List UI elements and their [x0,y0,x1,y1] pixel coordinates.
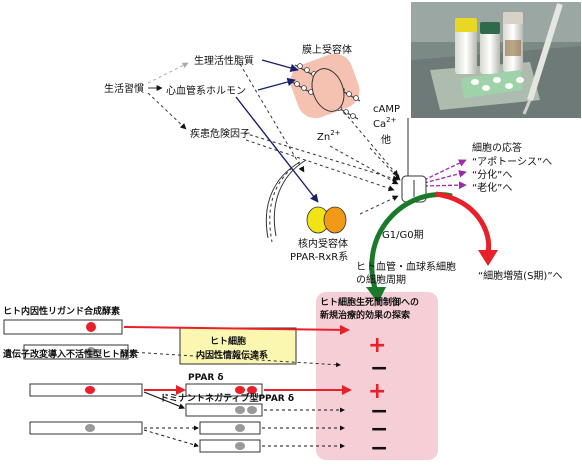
label-dominant-negative: ドミナントネガティブ型PPAR δ [160,392,294,404]
label-cell-cycle-2: の細胞周期 [356,273,406,286]
label-signal-box-2: 内因性情報伝達系 [196,349,268,361]
label-membrane-receptor: 膜上受容体 [302,43,352,56]
label-lifestyle: 生活習慣 [104,82,144,95]
label-g1g0: G1/G0期 [382,229,424,241]
label-pink-title-2: 新規治療的効果の探索 [320,309,410,321]
label-apoptosis: “アポトーシス”へ [472,156,552,168]
effect-minus-1: − [370,356,388,381]
effect-minus-4: − [370,436,388,461]
label-bioactive-lipids: 生理活性脂質 [194,54,254,67]
nuclear-receptor-icon [307,207,346,233]
label-risk-factors: 疾患危険因子 [190,127,250,140]
label-ligand-enzyme: ヒト内因性リガンド合成酵素 [3,305,120,317]
label-nuclear-receptor: 核内受容体 [298,237,348,250]
label-cell-response: 細胞の応答 [472,141,522,154]
label-signal-box-1: ヒト細胞 [210,335,246,347]
label-gene-inactive: 遺伝子改変導入不活性型ヒト酵素 [2,348,138,360]
label-differentiation: “分化”へ [472,168,512,181]
label-cv-hormones: 心血管系ホルモン [166,84,246,97]
label-camp: cAMP [373,104,400,115]
lab-photo [411,2,581,118]
label-cell-cycle-1: ヒト血管・血球系細胞 [356,260,456,273]
label-zn: Zn2+ [317,129,341,143]
effect-plus-1: + [368,333,386,358]
label-aging: “老化”へ [472,181,512,194]
label-proliferation: “細胞増殖(S期)”へ [478,269,563,282]
label-other: 他 [381,133,391,146]
nuclear-envelope [266,160,306,242]
label-ca: Ca2+ [373,116,397,130]
label-ppar-rxr: PPAR-RxR系 [290,251,348,263]
label-ppar-delta: PPAR δ [188,373,224,383]
membrane-receptor-icon [285,49,364,124]
label-pink-title-1: ヒト細胞生死間制御への [320,296,419,308]
